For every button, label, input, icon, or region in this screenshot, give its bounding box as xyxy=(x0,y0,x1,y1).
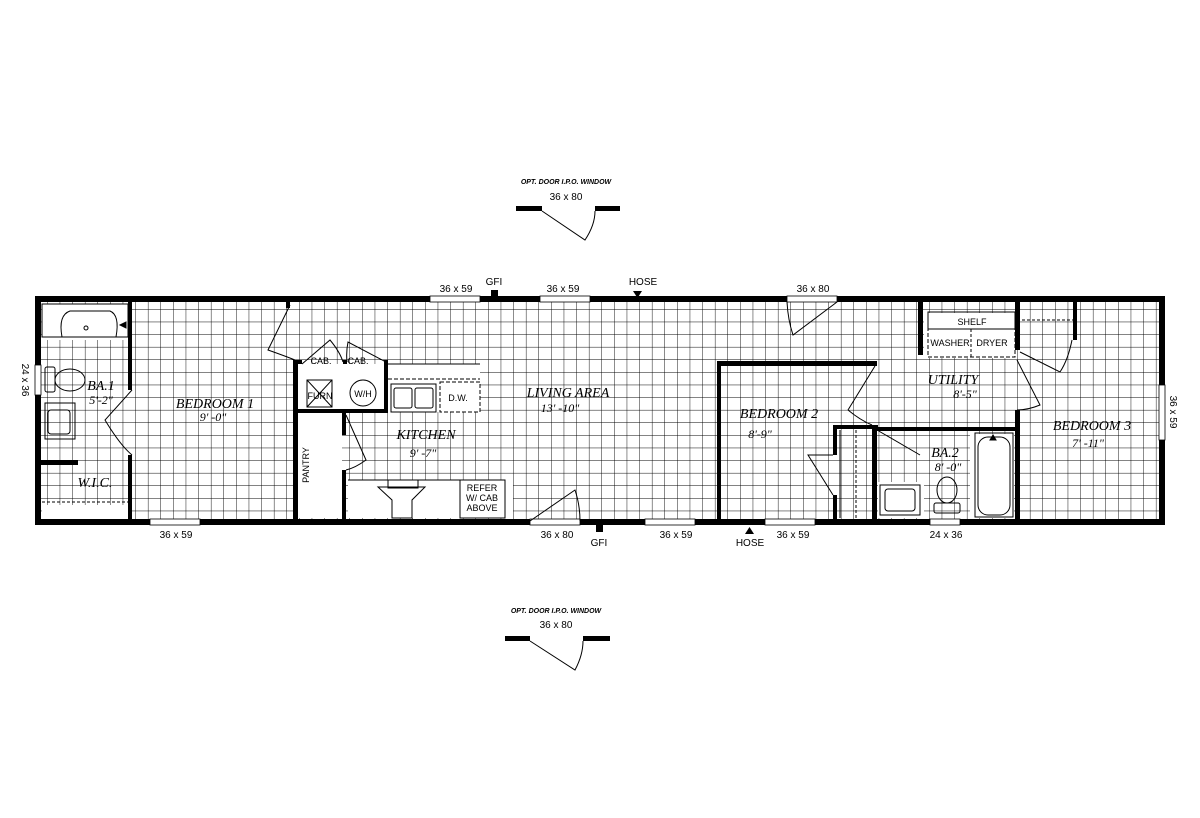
door-label: 36 x 80 xyxy=(541,530,574,541)
room-ba2: BA.2 xyxy=(931,446,959,461)
refer-label: REFER xyxy=(467,483,498,493)
sink-ba1 xyxy=(44,402,76,440)
door-swings xyxy=(104,301,1073,522)
room-kitchen: KITCHEN xyxy=(395,428,456,443)
room-ba1: BA.1 xyxy=(87,379,115,394)
gfi-bottom-marker xyxy=(596,524,603,532)
optional-door-bottom xyxy=(505,636,610,671)
room-ba2-dim: 8' -0" xyxy=(935,460,963,474)
interior-walls xyxy=(41,300,1077,521)
washer-label: WASHER xyxy=(930,338,970,348)
room-utility: UTILITY xyxy=(928,373,981,388)
window-label: 36 x 59 xyxy=(547,284,580,295)
fixtures xyxy=(41,303,1073,519)
optional-door-top xyxy=(516,206,620,241)
optional-door-label: OPT. DOOR I.P.O. WINDOW xyxy=(511,608,603,615)
furnace-label: FURN xyxy=(308,391,333,401)
gfi-top-marker xyxy=(491,290,498,298)
window-label: 36 x 59 xyxy=(777,530,810,541)
window-label: 24 x 36 xyxy=(930,530,963,541)
bathtub-ba1 xyxy=(41,303,129,338)
cabinet-label: CAB. xyxy=(310,356,331,366)
room-living-area: LIVING AREA xyxy=(526,386,610,401)
door-label: 36 x 80 xyxy=(797,284,830,295)
dishwasher-label: D.W. xyxy=(448,393,468,403)
room-pantry: PANTRY xyxy=(301,447,311,483)
window-label: 36 x 59 xyxy=(1167,396,1178,429)
wall-openings xyxy=(34,295,1166,526)
hose-top-icon xyxy=(633,291,642,298)
kitchen-sink xyxy=(390,383,437,413)
water-heater-label: W/H xyxy=(354,389,372,399)
dryer-label: DRYER xyxy=(976,338,1008,348)
room-living-dim: 13' -10" xyxy=(541,401,581,415)
window-label: 24 x 36 xyxy=(19,364,30,397)
hose-label: HOSE xyxy=(736,538,765,549)
dishwasher xyxy=(439,381,481,413)
gfi-label: GFI xyxy=(486,277,503,288)
fixture-backgrounds xyxy=(42,304,1016,519)
room-bedroom1: BEDROOM 1 xyxy=(176,397,254,412)
room-bedroom3: BEDROOM 3 xyxy=(1053,419,1131,434)
room-bedroom2-dim: 8'-9" xyxy=(748,427,773,441)
water-heater xyxy=(349,379,377,407)
room-bedroom3-dim: 7' -11" xyxy=(1072,436,1105,450)
shelf-label: SHELF xyxy=(957,317,987,327)
refer-label: W/ CAB xyxy=(466,493,498,503)
room-wic: W.I.C. xyxy=(78,476,113,491)
cabinet-label: CAB. xyxy=(347,356,368,366)
room-ba1-dim: 5'-2" xyxy=(89,393,114,407)
window-label: 36 x 59 xyxy=(660,530,693,541)
refer-label: ABOVE xyxy=(466,503,497,513)
optional-door-size: 36 x 80 xyxy=(540,620,573,631)
room-utility-dim: 8'-5" xyxy=(953,387,978,401)
gfi-label: GFI xyxy=(591,538,608,549)
bathtub-ba2 xyxy=(974,432,1014,518)
optional-door-label: OPT. DOOR I.P.O. WINDOW xyxy=(521,179,613,186)
window-label: 36 x 59 xyxy=(160,530,193,541)
optional-door-size: 36 x 80 xyxy=(550,192,583,203)
hose-bottom-icon xyxy=(745,527,754,534)
refrigerator xyxy=(459,479,506,519)
hose-label: HOSE xyxy=(629,277,658,288)
room-bedroom1-dim: 9' -0" xyxy=(200,410,228,424)
furnace xyxy=(306,379,333,408)
range xyxy=(376,486,427,519)
sink-ba2 xyxy=(879,484,921,516)
room-kitchen-dim: 9' -7" xyxy=(410,446,438,460)
window-label: 36 x 59 xyxy=(440,284,473,295)
room-bedroom2: BEDROOM 2 xyxy=(740,407,818,422)
